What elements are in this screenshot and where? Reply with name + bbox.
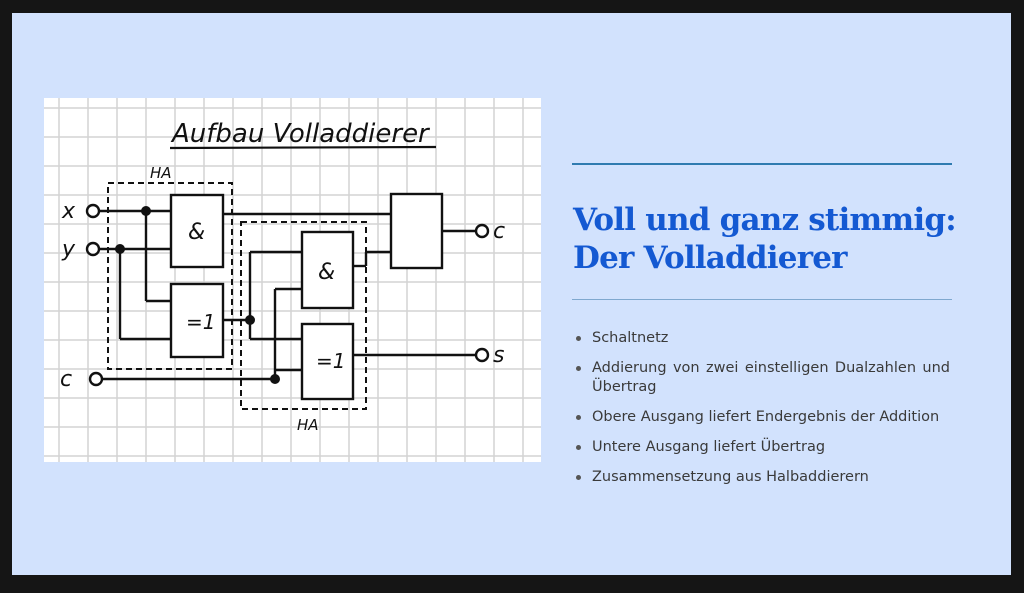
bullet-item: Schaltnetz xyxy=(574,329,950,348)
bullet-item: Zusammensetzung aus Halbaddierern xyxy=(574,468,950,487)
bullet-item: Obere Ausgang liefert Endergebnis der Ad… xyxy=(574,408,950,427)
bullet-list: Schaltnetz Addierung von zwei einstellig… xyxy=(574,329,950,498)
xor-gate-2 xyxy=(300,322,355,401)
wires xyxy=(99,209,476,381)
and-gate-1 xyxy=(169,193,225,269)
half-adder-box-bottom xyxy=(240,221,367,410)
gate-and-label-2: & xyxy=(318,260,335,285)
xor-gate-1 xyxy=(169,282,225,359)
full-adder-diagram: Aufbau Volladdierer HA HA xyxy=(44,98,541,462)
terminal-y xyxy=(85,241,101,257)
half-adder-label-top: HA xyxy=(150,164,172,182)
gate-xor-label-2: =1 xyxy=(316,349,345,373)
bullet-item: Untere Ausgang liefert Übertrag xyxy=(574,438,950,457)
slide-title-line-2: Der Volladdierer xyxy=(573,240,848,276)
terminal-s xyxy=(474,347,490,363)
terminal-x xyxy=(85,203,101,219)
output-c-label: c xyxy=(493,219,505,244)
diagram-heading: Aufbau Volladdierer xyxy=(170,119,431,149)
output-s-label: s xyxy=(493,343,504,368)
input-y-label: y xyxy=(61,237,76,262)
gate-and-label-1: & xyxy=(188,220,205,245)
slide: Aufbau Volladdierer HA HA xyxy=(12,13,1011,575)
half-adder-box-top xyxy=(107,182,233,370)
title-rule-top xyxy=(572,163,952,165)
input-x-label: x xyxy=(61,199,76,224)
or-gate xyxy=(389,192,444,270)
half-adder-label-bottom: HA xyxy=(297,416,319,434)
slide-title: Voll und ganz stimmig: Der Volladdierer xyxy=(573,201,973,277)
junction-dots xyxy=(115,206,280,384)
title-rule-bottom xyxy=(572,299,952,300)
terminal-c-out xyxy=(474,223,490,239)
heading-underline xyxy=(169,145,437,150)
terminal-c-in xyxy=(88,371,104,387)
slide-title-line-1: Voll und ganz stimmig: xyxy=(573,202,957,238)
grid-paper xyxy=(44,98,541,462)
and-gate-2 xyxy=(300,230,355,310)
bullet-item: Addierung von zwei einstelligen Dualzahl… xyxy=(574,359,950,397)
diagram-canvas: Aufbau Volladdierer HA HA xyxy=(44,98,541,462)
input-c-label: c xyxy=(60,367,72,392)
gate-xor-label-1: =1 xyxy=(186,310,215,334)
